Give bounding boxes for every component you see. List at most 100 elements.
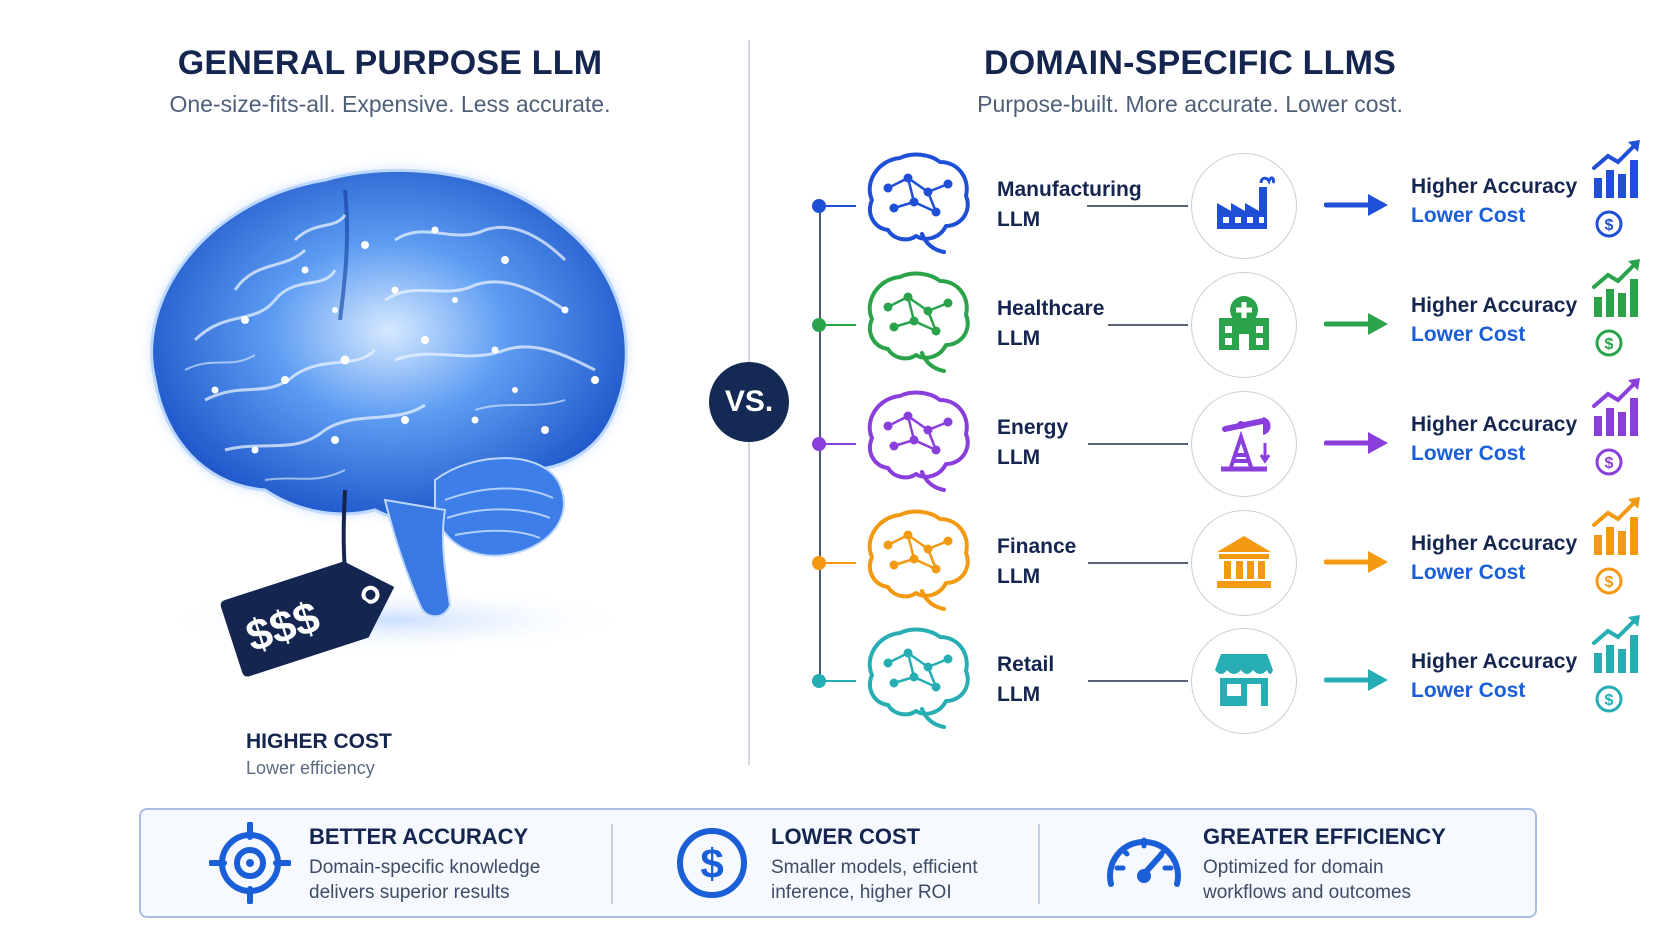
connector-line — [1087, 205, 1188, 207]
branch-line — [826, 443, 856, 445]
svg-text:$: $ — [700, 840, 723, 887]
benefit-accuracy: BETTER ACCURACY Domain-specific knowledg… — [208, 810, 589, 916]
branch-line — [826, 680, 856, 682]
lower-cost-label: Lower Cost — [1411, 323, 1526, 346]
general-llm-brain-illustration: $$$ — [95, 150, 655, 710]
domain-name-line: Manufacturing — [997, 178, 1142, 201]
domain-llm-subtitle: Purpose-built. More accurate. Lower cost… — [977, 91, 1403, 117]
svg-text:$: $ — [1605, 217, 1614, 234]
domain-name-suffix: LLM — [997, 683, 1041, 706]
domain-name-line: Energy — [997, 416, 1069, 439]
bank-icon — [1213, 530, 1275, 597]
benefit-desc-line: Smaller models, efficient — [771, 857, 978, 878]
dollar-coin-icon: $ — [1594, 447, 1624, 477]
benefit-desc-line: delivers superior results — [309, 882, 510, 903]
benefit-desc-line: Optimized for domain — [1203, 857, 1384, 878]
lower-cost-label: Lower Cost — [1411, 679, 1526, 702]
branch-line — [826, 562, 856, 564]
domain-brain-icon — [858, 505, 976, 617]
factory-icon — [1213, 173, 1275, 240]
connector-line — [1088, 680, 1188, 682]
higher-cost-label: HIGHER COST — [246, 730, 392, 753]
domain-name-suffix: LLM — [997, 208, 1041, 231]
domain-icon-circle — [1191, 153, 1297, 259]
domain-name-line: Healthcare — [997, 297, 1105, 320]
higher-accuracy-label: Higher Accuracy — [1411, 413, 1578, 436]
benefit-efficiency: GREATER EFFICIENCY Optimized for domain … — [1103, 810, 1503, 916]
oil-pump-icon — [1213, 411, 1275, 478]
branch-line — [826, 205, 856, 207]
benefit-cost: $ LOWER COST Smaller models, efficient i… — [671, 810, 1051, 916]
svg-text:$: $ — [1605, 336, 1614, 353]
higher-accuracy-label: Higher Accuracy — [1411, 532, 1578, 555]
higher-accuracy-label: Higher Accuracy — [1411, 294, 1578, 317]
vs-badge: VS. — [709, 362, 789, 442]
benefit-title: LOWER COST — [771, 824, 921, 849]
arrow-right-icon — [1323, 665, 1390, 695]
domain-brain-icon — [858, 267, 976, 379]
domain-icon-circle — [1191, 628, 1297, 734]
dollar-coin-icon: $ — [671, 822, 753, 904]
benefit-title: GREATER EFFICIENCY — [1203, 824, 1446, 849]
benefit-desc-line: inference, higher ROI — [771, 882, 952, 903]
domain-brain-icon — [858, 386, 976, 498]
dollar-coin-icon: $ — [1594, 209, 1624, 239]
growth-chart-icon — [1590, 495, 1646, 557]
connector-line — [1088, 443, 1188, 445]
higher-accuracy-label: Higher Accuracy — [1411, 650, 1578, 673]
general-llm-title: GENERAL PURPOSE LLM — [177, 44, 603, 82]
benefit-desc-line: Domain-specific knowledge — [309, 857, 541, 878]
arrow-right-icon — [1323, 428, 1390, 458]
arrow-right-icon — [1323, 547, 1390, 577]
svg-text:$: $ — [1605, 455, 1614, 472]
dollar-coin-icon: $ — [1594, 684, 1624, 714]
dollar-coin-icon: $ — [1594, 328, 1624, 358]
connector-line — [1108, 324, 1188, 326]
growth-chart-icon — [1590, 138, 1646, 200]
domain-brain-icon — [858, 623, 976, 735]
connector-line — [1088, 562, 1188, 564]
domain-name-suffix: LLM — [997, 446, 1041, 469]
benefit-description: Smaller models, efficient inference, hig… — [771, 855, 1041, 905]
growth-chart-icon — [1590, 613, 1646, 675]
growth-chart-icon — [1590, 257, 1646, 319]
hospital-icon — [1213, 292, 1275, 359]
branch-dot — [812, 318, 826, 332]
domain-icon-circle — [1191, 272, 1297, 378]
benefit-title: BETTER ACCURACY — [309, 824, 529, 849]
domain-name-line: Finance — [997, 535, 1077, 558]
benefit-separator — [1038, 824, 1040, 904]
domain-name-suffix: LLM — [997, 327, 1041, 350]
benefit-description: Domain-specific knowledge delivers super… — [309, 855, 579, 905]
growth-chart-icon — [1590, 376, 1646, 438]
branch-dot — [812, 674, 826, 688]
lower-cost-label: Lower Cost — [1411, 442, 1526, 465]
svg-text:$: $ — [1605, 574, 1614, 591]
benefit-description: Optimized for domain workflows and outco… — [1203, 855, 1473, 905]
benefits-panel: BETTER ACCURACY Domain-specific knowledg… — [139, 808, 1537, 918]
domain-icon-circle — [1191, 391, 1297, 497]
svg-text:$: $ — [1605, 692, 1614, 709]
lower-cost-label: Lower Cost — [1411, 204, 1526, 227]
arrow-right-icon — [1323, 309, 1390, 339]
speedometer-icon — [1103, 822, 1185, 904]
branch-dot — [812, 199, 826, 213]
branch-dot — [812, 556, 826, 570]
domain-llm-title: DOMAIN-SPECIFIC LLMS — [984, 44, 1396, 82]
branch-line — [826, 324, 856, 326]
storefront-icon — [1213, 648, 1275, 715]
branch-dot — [812, 437, 826, 451]
glowing-brain-icon: $$$ — [150, 168, 635, 677]
lower-cost-label: Lower Cost — [1411, 561, 1526, 584]
lower-efficiency-label: Lower efficiency — [246, 758, 375, 778]
dollar-coin-icon: $ — [1594, 566, 1624, 596]
